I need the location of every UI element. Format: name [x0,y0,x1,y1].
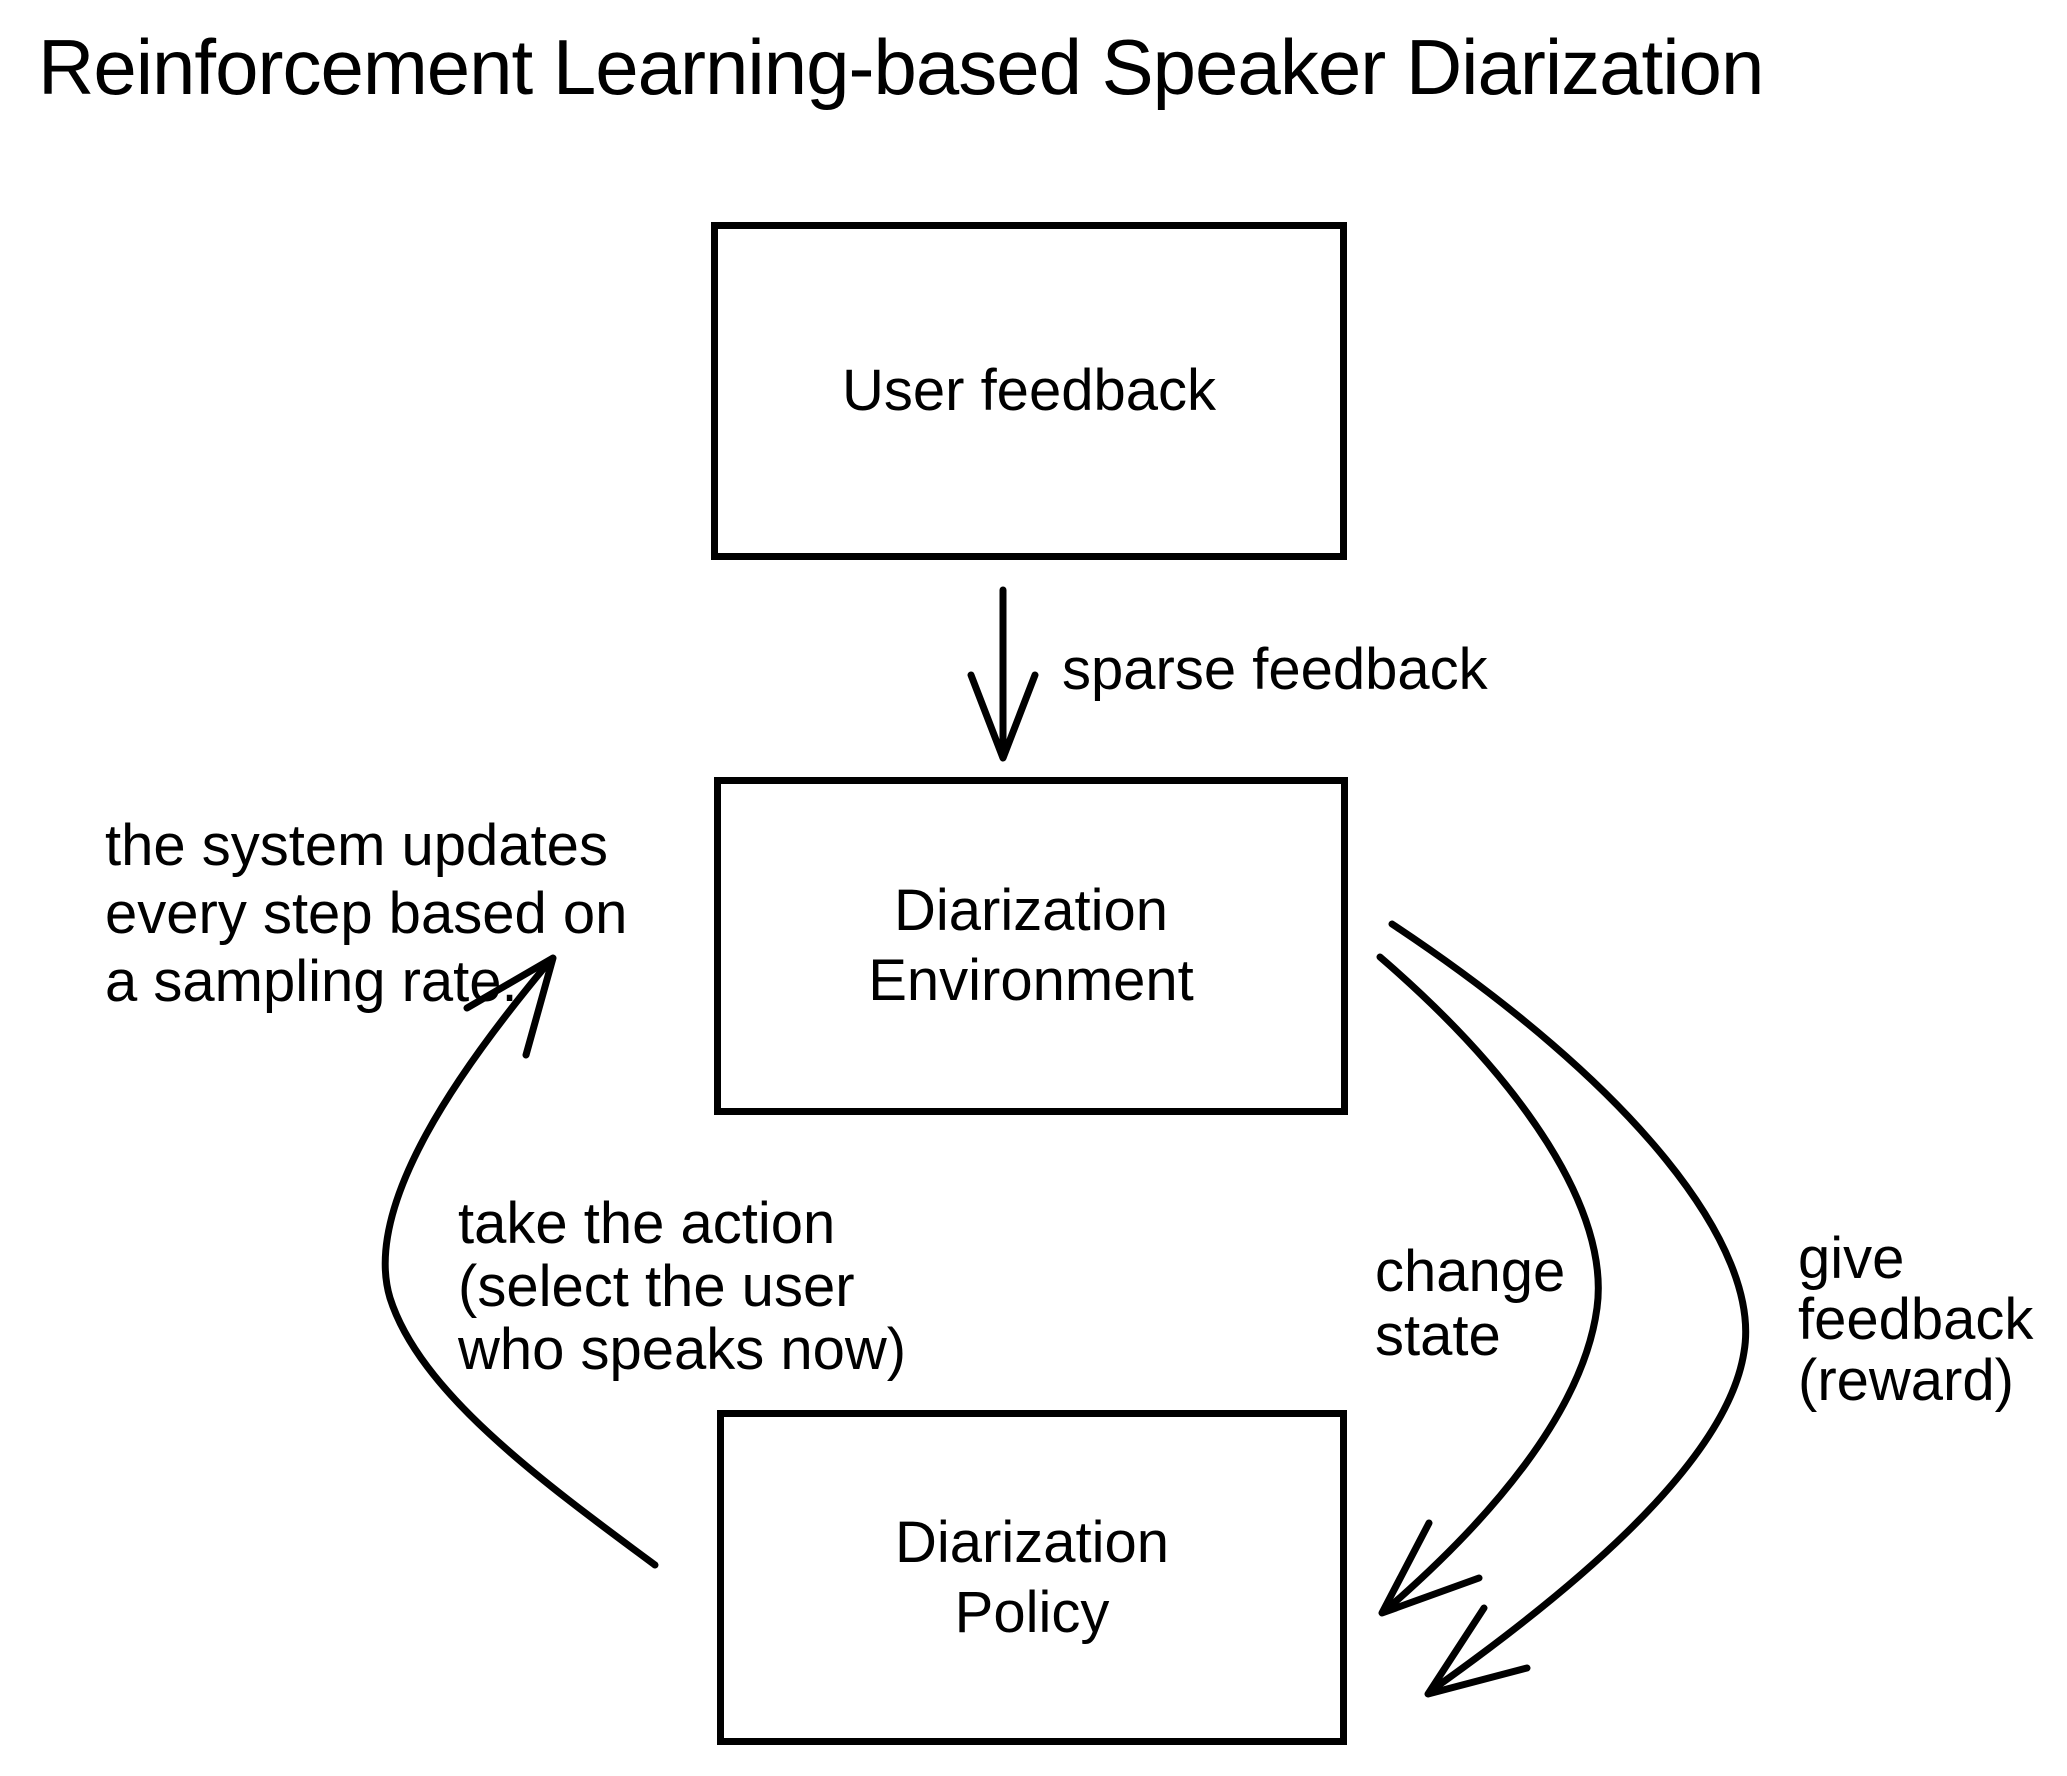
label-change-state: change state [1375,1240,1565,1368]
label-change-state-line2: state [1375,1303,1501,1368]
node-diarization-environment: Diarization Environment [714,777,1348,1115]
diagram-title: Reinforcement Learning-based Speaker Dia… [38,23,1764,111]
label-take-action-line3: who speaks now) [458,1317,907,1382]
node-policy-label-line1: Diarization [895,1509,1169,1575]
node-diarization-policy: Diarization Policy [717,1410,1347,1745]
node-policy-label-line2: Policy [954,1579,1110,1645]
note-system-updates-line1: the system updates [105,813,608,878]
node-environment-label-line2: Environment [868,948,1194,1013]
label-give-feedback-line1: give [1798,1226,1905,1291]
label-sparse-feedback-line: sparse feedback [1062,637,1488,702]
node-environment-label-line1: Diarization [894,878,1168,943]
give-feedback-arrow [1388,920,1750,1698]
label-take-action: take the action (select the user who spe… [458,1192,906,1381]
node-user-feedback-label: User feedback [842,358,1216,423]
label-give-feedback-line2: feedback [1798,1287,2034,1352]
label-sparse-feedback: sparse feedback [1062,637,1488,703]
node-user-feedback: User feedback [711,222,1347,560]
note-system-updates: the system updates every step based on a… [105,812,627,1016]
take-action-arrow [381,954,659,1569]
note-system-updates-line3: a sampling rate. [105,949,518,1014]
label-give-feedback: give feedback (reward) [1798,1228,2033,1411]
change-state-arrow [1376,953,1602,1617]
label-take-action-line2: (select the user [458,1254,855,1319]
note-system-updates-line2: every step based on [105,881,628,946]
sparse-feedback-arrow [967,586,1039,762]
label-give-feedback-line3: (reward) [1798,1348,2014,1413]
label-take-action-line1: take the action [458,1191,836,1256]
label-change-state-line1: change [1375,1239,1566,1304]
